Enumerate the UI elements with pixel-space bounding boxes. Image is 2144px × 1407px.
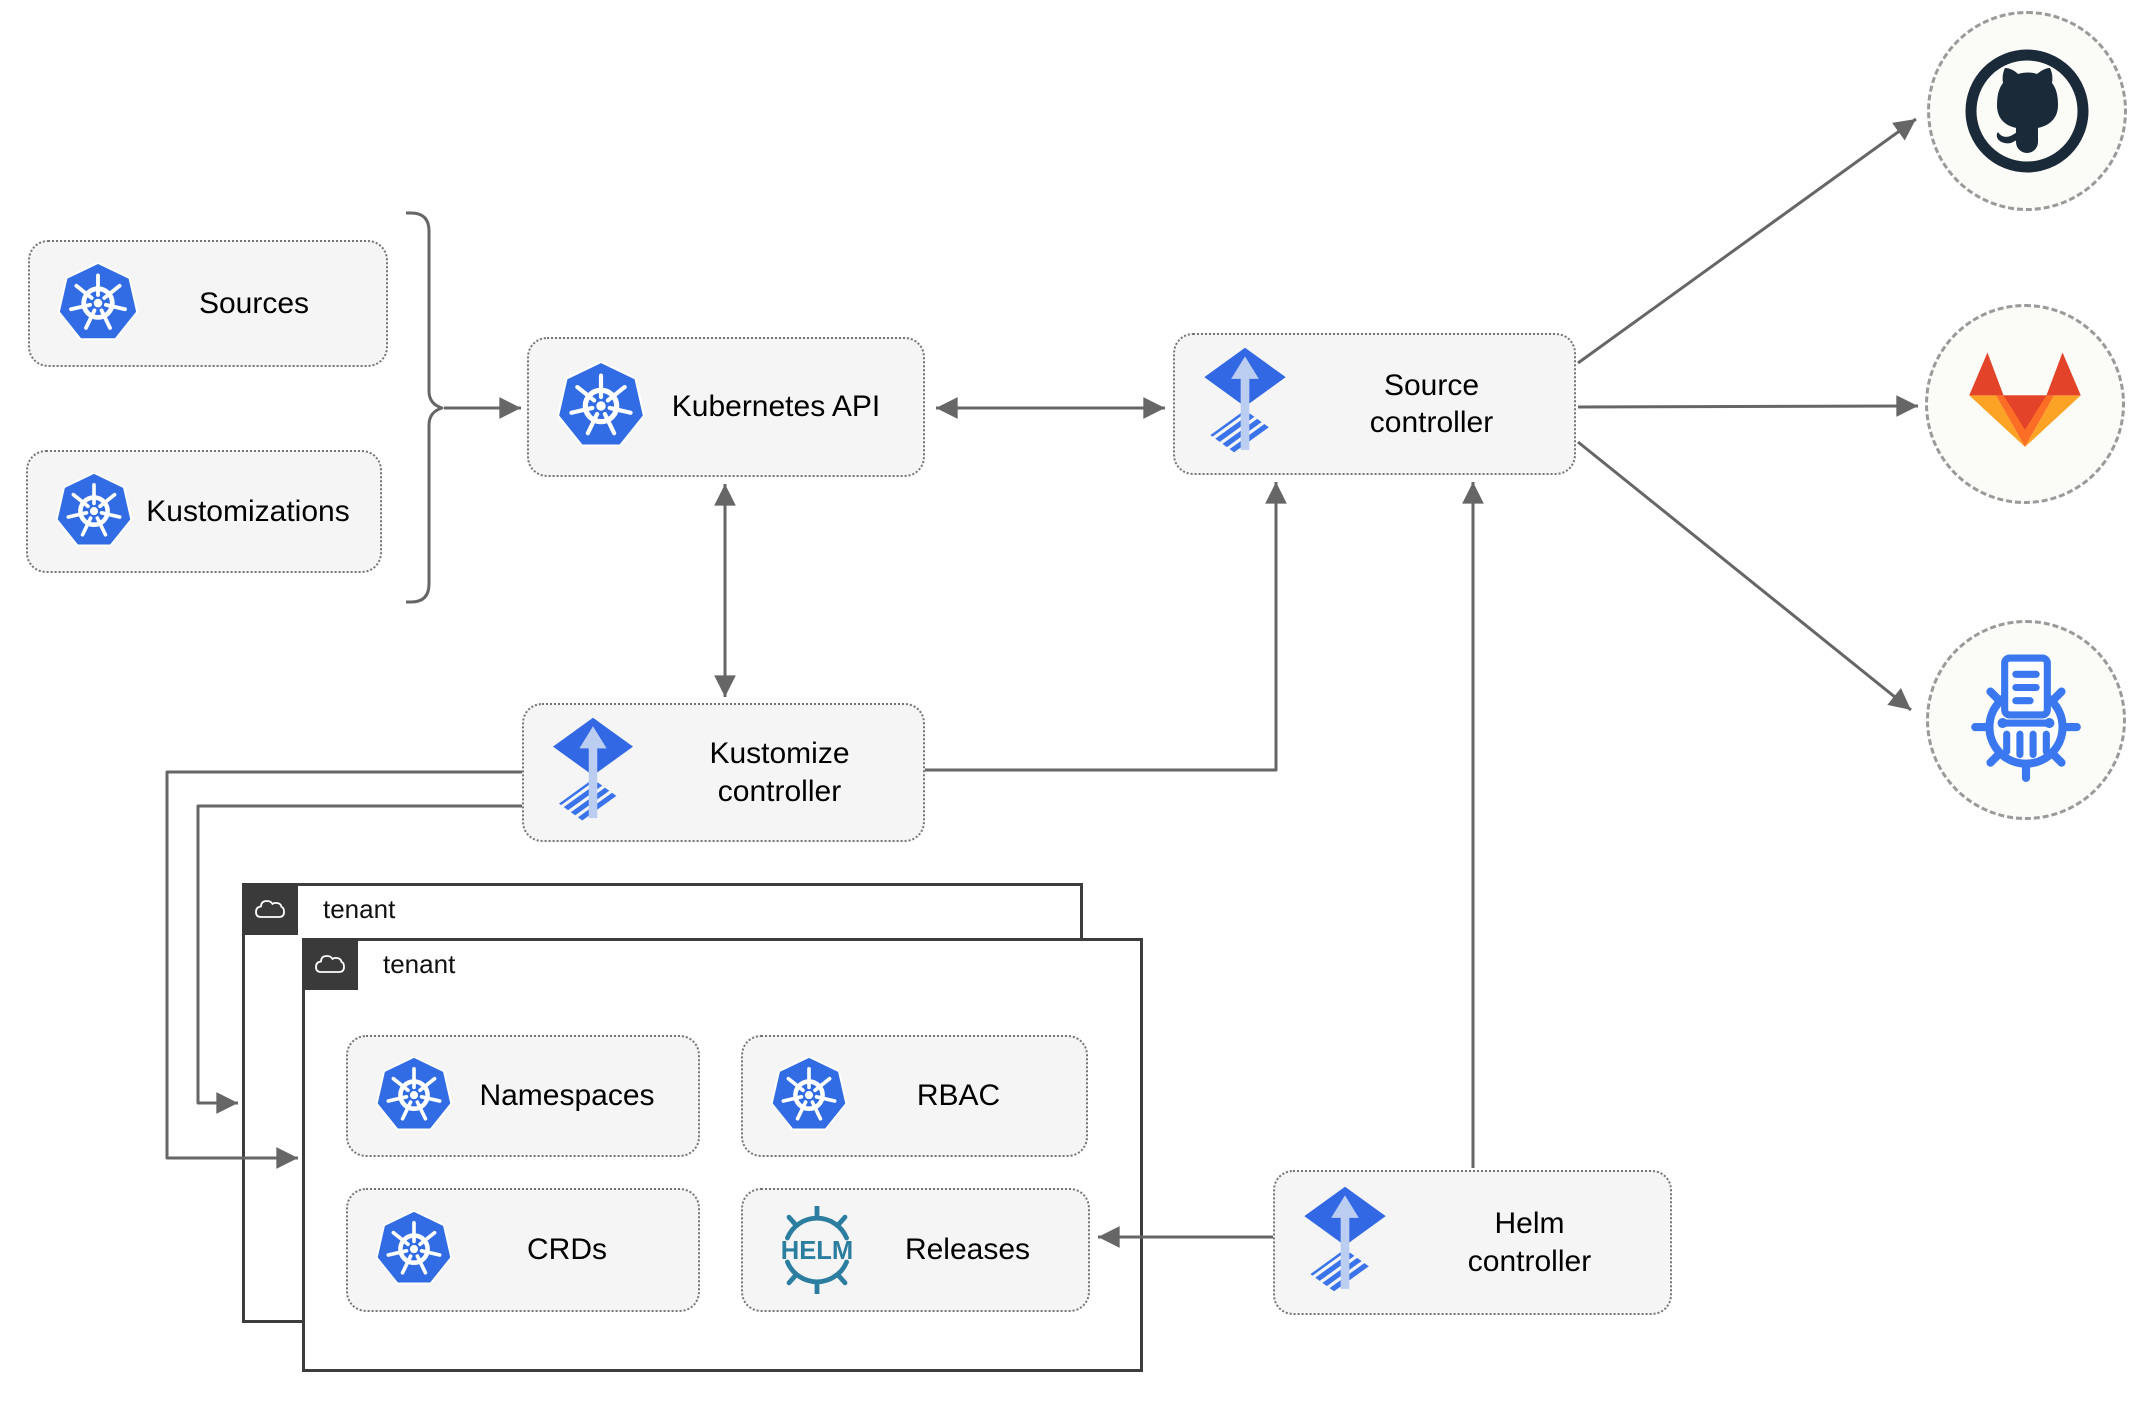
helm-icon: HELM	[781, 1206, 854, 1294]
node-crds: CRDs	[346, 1188, 700, 1312]
node-label: Helm controller	[1467, 1207, 1592, 1278]
gitlab-icon	[1969, 352, 2081, 447]
node-label: CRDs	[527, 1233, 607, 1267]
node-label: RBAC	[916, 1079, 1001, 1113]
kubernetes-icon	[555, 362, 647, 452]
node-label: Source controller	[1369, 368, 1494, 440]
flux-icon	[1301, 1185, 1389, 1301]
node-label: Namespaces	[479, 1079, 655, 1113]
cloud-icon	[242, 883, 298, 935]
node-rbac: RBAC	[741, 1035, 1088, 1157]
svg-text:HELM: HELM	[781, 1237, 854, 1265]
kubernetes-icon	[374, 1057, 454, 1135]
external-chart-repository	[1926, 620, 2126, 820]
kubernetes-icon	[54, 473, 134, 551]
cloud-icon	[302, 938, 358, 990]
node-label: Releases	[904, 1233, 1031, 1267]
node-sources: Sources	[28, 240, 388, 367]
external-gitlab	[1925, 304, 2125, 504]
bracket-sources-group	[406, 211, 444, 604]
github-icon	[1965, 49, 2089, 173]
node-source-controller: Source controller	[1173, 333, 1576, 475]
flux-icon	[1201, 346, 1289, 462]
edge-source-to-chart-repository	[1577, 440, 1912, 712]
node-kubernetes-api: Kubernetes API	[527, 337, 925, 477]
node-namespaces: Namespaces	[346, 1035, 700, 1157]
node-releases: HELM Releases	[741, 1188, 1090, 1312]
node-label: Kubernetes API	[671, 390, 881, 424]
tenant-label: tenant	[383, 948, 456, 979]
kubernetes-icon	[374, 1211, 454, 1289]
node-label: Kustomize controller	[709, 737, 850, 808]
kubernetes-icon	[769, 1057, 849, 1135]
edge-kustomize-to-source-controller	[925, 482, 1287, 772]
tenant-label: tenant	[323, 893, 396, 924]
edge-source-to-gitlab	[1577, 395, 1919, 417]
node-helm-controller: Helm controller	[1273, 1170, 1672, 1315]
kubernetes-icon	[56, 263, 140, 345]
node-kustomizations: Kustomizations	[26, 450, 382, 573]
chart-repository-icon	[1971, 654, 2081, 782]
external-github	[1927, 11, 2127, 211]
flux-icon	[550, 716, 636, 830]
node-label: Sources	[198, 286, 310, 320]
node-kustomize-controller: Kustomize controller	[522, 703, 925, 842]
edge-source-to-github	[1577, 117, 1917, 365]
node-label: Kustomizations	[146, 494, 350, 528]
